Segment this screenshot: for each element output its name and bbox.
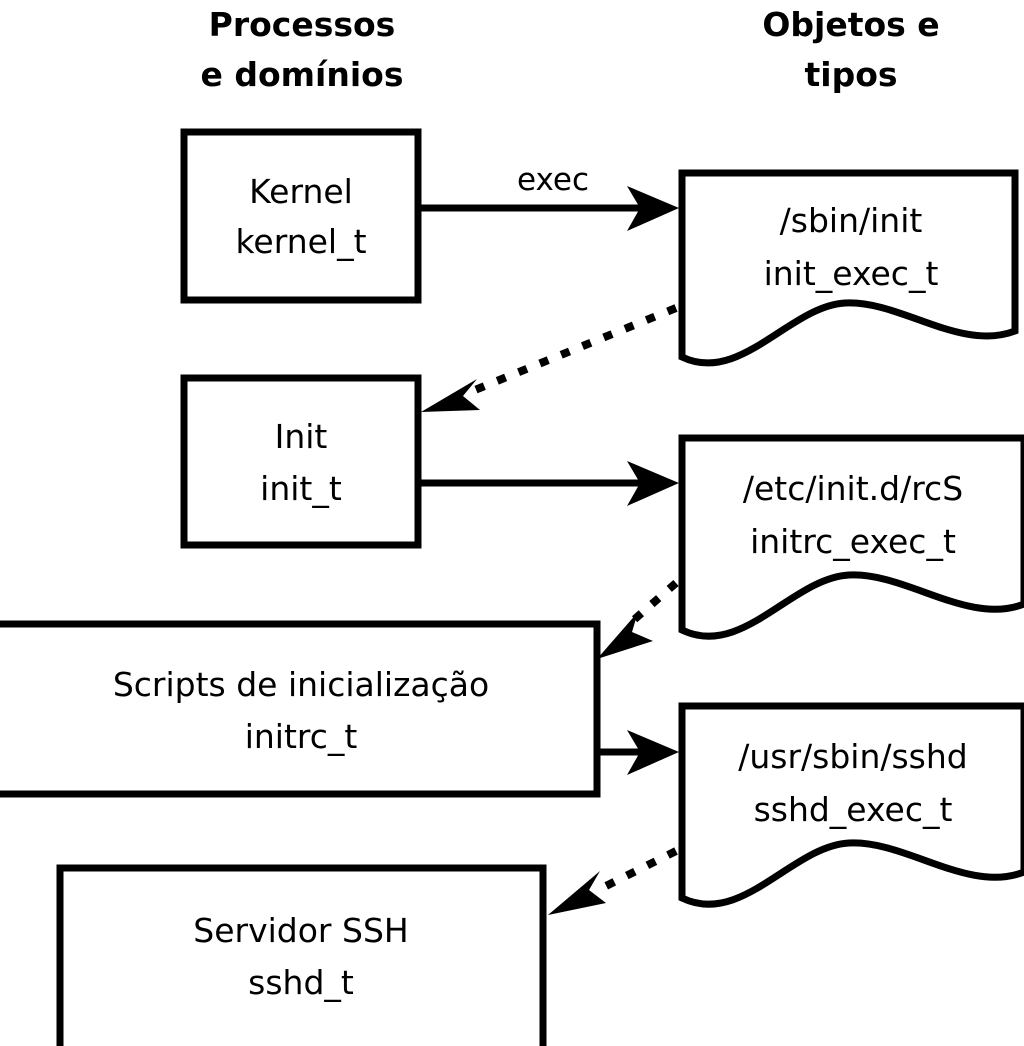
process-node-sshd-line2: sshd_t (248, 963, 354, 1002)
object-node-init-exec-doc-shape[interactable] (678, 169, 1019, 367)
edge-init-to-initrc-exec (421, 461, 679, 506)
edge-initrc-to-sshd-exec-arrowhead (627, 730, 679, 775)
column-header-objects: Objetos e tipos (762, 5, 939, 94)
process-node-init-line1: Init (275, 417, 328, 456)
column-header-processes-line1: Processos (209, 5, 396, 44)
edge-init-exec-to-init-line (468, 304, 678, 396)
object-node-initrc-exec-line1: /etc/init.d/rcS (743, 469, 963, 508)
object-node-initrc-exec-line2: initrc_exec_t (750, 522, 956, 561)
process-node-initrc-box[interactable] (0, 620, 601, 798)
process-node-init-line2: init_t (260, 469, 342, 508)
edge-sshd-exec-to-sshd (548, 847, 678, 915)
process-node-initrc-line2: initrc_t (245, 717, 358, 756)
process-node-kernel[interactable]: Kernel kernel_t (180, 128, 422, 304)
process-node-kernel-line2: kernel_t (235, 222, 366, 261)
object-node-sshd-exec-line2: sshd_exec_t (754, 790, 953, 829)
edge-label-exec: exec (517, 162, 589, 198)
process-node-sshd[interactable]: Servidor SSH sshd_t (56, 864, 547, 1046)
edge-init-exec-to-init-arrowhead (421, 379, 480, 412)
process-node-init[interactable]: Init init_t (180, 374, 422, 549)
object-node-init-exec[interactable]: /sbin/init init_exec_t (678, 169, 1019, 367)
object-node-sshd-exec-doc-shape[interactable] (678, 702, 1024, 908)
edge-initrc-to-sshd-exec (600, 730, 679, 775)
process-node-kernel-box[interactable] (180, 128, 422, 304)
process-node-sshd-line1: Servidor SSH (193, 911, 408, 950)
column-header-processes: Processos e domínios (201, 5, 404, 94)
column-header-processes-line2: e domínios (201, 55, 404, 94)
edge-init-exec-to-init (421, 304, 678, 412)
object-node-initrc-exec[interactable]: /etc/init.d/rcS initrc_exec_t (678, 434, 1024, 640)
object-node-init-exec-line1: /sbin/init (780, 201, 923, 240)
process-node-initrc-line1: Scripts de inicialização (113, 665, 489, 704)
edge-initrc-exec-to-initrc (597, 579, 679, 659)
object-node-sshd-exec-line1: /usr/sbin/sshd (738, 737, 968, 776)
object-node-initrc-exec-doc-shape[interactable] (678, 434, 1024, 640)
object-node-sshd-exec[interactable]: /usr/sbin/sshd sshd_exec_t (678, 702, 1024, 908)
edge-sshd-exec-to-sshd-arrowhead (548, 871, 606, 915)
column-header-objects-line1: Objetos e (762, 5, 939, 44)
edge-initrc-exec-to-initrc-arrowhead (597, 612, 653, 659)
column-header-objects-line2: tipos (804, 55, 897, 94)
process-node-kernel-line1: Kernel (249, 172, 353, 211)
edge-kernel-to-init-exec-arrowhead (627, 186, 679, 231)
process-node-sshd-box[interactable] (56, 864, 547, 1046)
process-node-init-box[interactable] (180, 374, 422, 549)
object-node-init-exec-line2: init_exec_t (764, 254, 939, 293)
edge-sshd-exec-to-sshd-line (598, 847, 678, 893)
edge-init-to-initrc-exec-arrowhead (627, 461, 679, 506)
edge-kernel-to-init-exec: exec (421, 162, 679, 231)
process-node-initrc[interactable]: Scripts de inicialização initrc_t (0, 620, 601, 798)
